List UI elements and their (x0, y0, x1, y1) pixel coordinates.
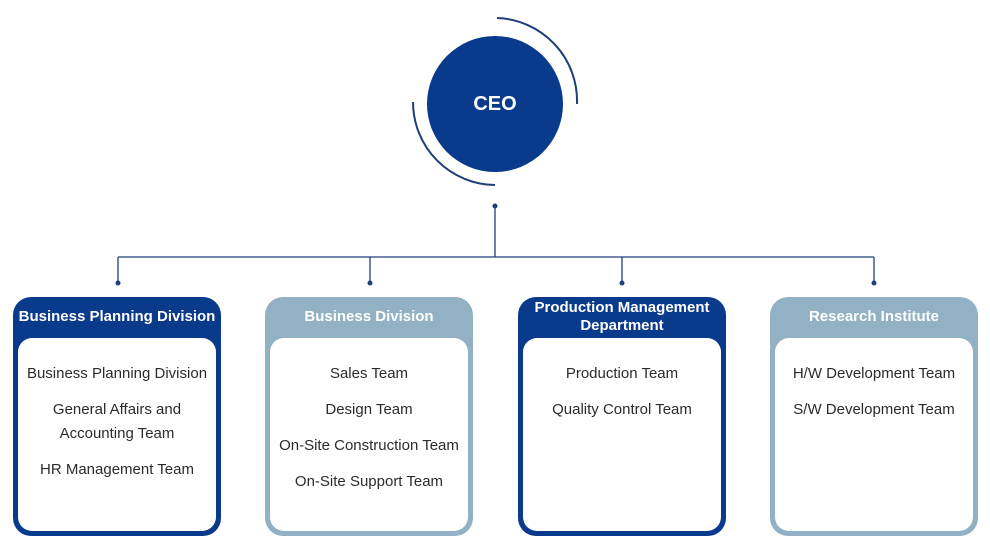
team-item: On-Site Support Team (294, 473, 444, 490)
team-item: Business Planning Division (26, 365, 208, 382)
team-item: HR Management Team (40, 461, 194, 478)
team-item: Sales Team (329, 365, 409, 382)
ceo-ring-arc-top (496, 17, 579, 105)
team-item: Design Team (325, 401, 413, 418)
ceo-stem-dot (492, 203, 498, 209)
division-card-production-management: Production Management Department Product… (518, 297, 726, 536)
division-title: Business Planning Division (18, 308, 216, 325)
division-title: Production Management Department (534, 299, 710, 334)
division-card-research-institute: Research Institute H/W Development Team … (770, 297, 978, 536)
ceo-node: CEO (427, 36, 563, 172)
team-item: Production Team (565, 365, 679, 382)
team-item: On-Site Construction Team (279, 437, 459, 454)
division-card-business: Business Division Sales Team Design Team… (265, 297, 473, 536)
division-team-list: Production Team Quality Control Team (523, 338, 721, 531)
division-team-list: H/W Development Team S/W Development Tea… (775, 338, 973, 531)
branch-drop-dot (367, 280, 373, 286)
division-title: Business Division (304, 308, 434, 325)
ceo-label: CEO (473, 92, 517, 115)
branch-drop-dot (115, 280, 121, 286)
team-item: S/W Development Team (793, 401, 955, 418)
ceo-ring-arc-bottom (412, 101, 496, 186)
team-item: Quality Control Team (552, 401, 692, 418)
division-team-list: Sales Team Design Team On-Site Construct… (270, 338, 468, 531)
division-card-business-planning: Business Planning Division Business Plan… (13, 297, 221, 536)
team-item: H/W Development Team (792, 365, 956, 382)
branch-drop-dot (619, 280, 625, 286)
division-title: Research Institute (808, 308, 940, 325)
branch-drop-dot (871, 280, 877, 286)
team-item: General Affairs and Accounting Team (52, 401, 182, 442)
division-team-list: Business Planning Division General Affai… (18, 338, 216, 531)
